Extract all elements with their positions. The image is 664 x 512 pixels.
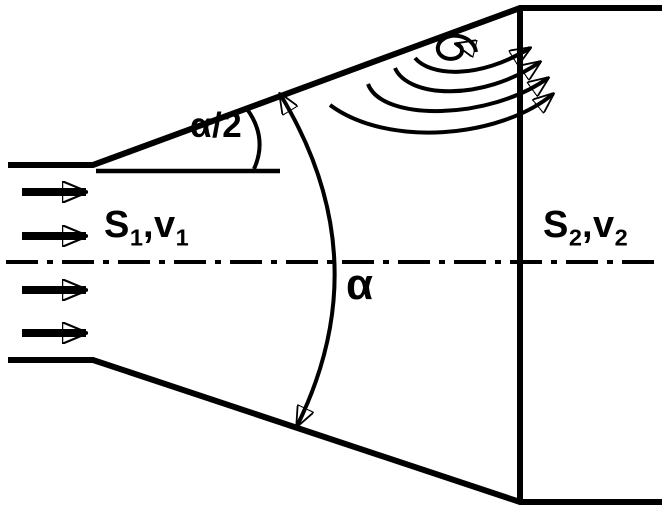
inlet-velocity: ,v (142, 204, 176, 246)
half-angle-arc (245, 107, 262, 170)
recirculation-zone (328, 33, 553, 135)
recirculation-streamline-2 (393, 62, 540, 94)
inlet-section-label: S1,v1 (104, 206, 189, 250)
vortex-spiral (435, 33, 478, 61)
outlet-section-label: S2,v2 (543, 206, 628, 250)
recirculation-streamline-1 (413, 48, 530, 74)
recirculation-streamline-4 (328, 94, 553, 135)
full-angle-label: α (346, 260, 374, 309)
outer-bottom-wall (8, 357, 662, 505)
outlet-velocity-subscript: 2 (614, 224, 628, 251)
half-angle-label: α/2 (190, 106, 243, 145)
full-angle-arc (280, 94, 337, 426)
outlet-symbol: S (543, 204, 569, 246)
outlet-symbol-subscript: 2 (568, 224, 582, 251)
outer-top-wall (8, 5, 662, 168)
inlet-symbol: S (104, 204, 130, 246)
inlet-velocity-subscript: 1 (175, 224, 189, 251)
outlet-velocity: ,v (581, 204, 615, 246)
inlet-symbol-subscript: 1 (129, 224, 143, 251)
inlet-flow-arrows (22, 192, 86, 333)
recirculation-streamline-3 (366, 78, 548, 114)
